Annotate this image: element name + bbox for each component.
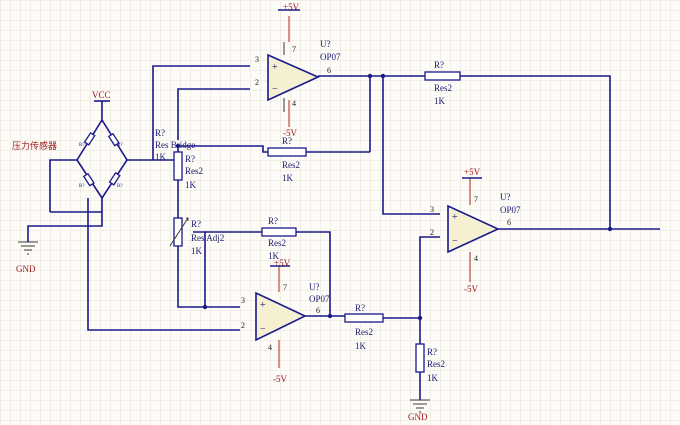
resistor-type: Res Adj2 [191, 233, 224, 243]
pin-label: 2 [241, 321, 245, 330]
bridge-arm-label: R? [117, 184, 123, 189]
vpos-label: +5V [283, 2, 300, 12]
junction-dot [607, 226, 613, 232]
minus-sign: − [272, 84, 278, 95]
vpos-label: +5V [274, 258, 291, 268]
junction-dot [202, 304, 208, 310]
opamp-part: OP07 [320, 52, 341, 62]
minus-sign: − [260, 324, 266, 335]
resistor-designator: R? [427, 347, 437, 357]
bridge-arm-label: R? [79, 143, 85, 148]
vcc-symbol: VCC [92, 90, 111, 102]
junction-dot [175, 143, 181, 149]
opamp-designator: U? [309, 282, 320, 292]
pin-label: 7 [292, 45, 296, 54]
junction-dot [380, 73, 386, 79]
ground-bottom: GND [408, 399, 430, 422]
ground-left: GND [16, 241, 38, 274]
pin-label: 3 [255, 55, 259, 64]
bridge-arm [107, 132, 120, 147]
junction-dot [417, 315, 423, 321]
plus-sign: + [260, 300, 266, 311]
vpos-label: +5V [464, 167, 481, 177]
pin-label: 4 [268, 343, 272, 352]
pin-label: 6 [327, 66, 331, 75]
bridge-arm-label: R? [79, 184, 85, 189]
pin-label: 3 [430, 205, 434, 214]
pin-label: 6 [507, 218, 511, 227]
resistor-value: 1K [191, 246, 203, 256]
resistor-value: 1K [427, 373, 439, 383]
gnd-label: GND [408, 412, 428, 422]
pin-label: 2 [430, 228, 434, 237]
resistor-value: 1K [355, 341, 367, 351]
resistor-designator: R? [185, 154, 195, 164]
opamp-part: OP07 [500, 205, 521, 215]
bridge-arm [83, 131, 96, 146]
resistor-type: Res2 [268, 238, 286, 248]
opamp-designator: U? [320, 39, 331, 49]
resistor-output-u2: R? Res2 1K [344, 303, 384, 351]
resistor-type: Res2 [282, 160, 300, 170]
resistor-type: Res2 [434, 83, 452, 93]
opamp-part: OP07 [309, 294, 330, 304]
vneg-label: -5V [273, 374, 287, 384]
resistor-designator: R? [191, 219, 201, 229]
resistor-value: 1K [268, 251, 280, 261]
resistor-bridge: R? Res Bridge 1K R? Res2 1K [155, 128, 203, 190]
pin-label: 7 [474, 195, 478, 204]
pin-label: 3 [241, 296, 245, 305]
pin-label: 7 [283, 283, 287, 292]
resistor-ground: R? Res2 1K [415, 343, 445, 383]
opamp-designator: U? [500, 192, 511, 202]
minus-sign: − [452, 236, 458, 247]
resistor-designator: R? [355, 303, 365, 313]
wires [27, 65, 660, 400]
plus-sign: + [272, 62, 278, 73]
resistor-feedback-u1: R? Res2 1K [267, 136, 307, 183]
sensor-label: 压力传感器 [12, 140, 57, 152]
resistor-type: Res2 [355, 327, 373, 337]
junction-dot [367, 73, 373, 79]
plus-sign: + [452, 212, 458, 223]
resistor-adjustable: R? Res Adj2 1K [169, 217, 224, 256]
resistor-mid: R? Res2 1K [261, 216, 297, 261]
resistor-designator: R? [434, 60, 444, 70]
pressure-sensor-bridge: R? R? R? R? 压力传感器 [12, 118, 128, 200]
resistor-designator: R? [282, 136, 292, 146]
pin-label: 6 [316, 306, 320, 315]
resistor-value: 1K [185, 180, 197, 190]
vcc-label: VCC [92, 90, 111, 100]
pin-label: 2 [255, 78, 259, 87]
bridge-arm [108, 171, 121, 186]
vneg-label: -5V [464, 284, 478, 294]
resistor-type: Res2 [185, 166, 203, 176]
resistor-type: Res2 [427, 359, 445, 369]
gnd-label: GND [16, 264, 36, 274]
resistor-value: 1K [434, 96, 446, 106]
resistor-type: Res Bridge [155, 140, 195, 150]
opamp-u3: +5V -5V 7 4 3 2 6 + − U? OP07 [430, 167, 521, 294]
resistor-designator: R? [268, 216, 278, 226]
junction-dot [327, 313, 333, 319]
bridge-arm-label: R? [117, 143, 123, 148]
junctions [175, 73, 613, 321]
resistor-designator: R? [155, 128, 165, 138]
pin-label: 4 [474, 254, 478, 263]
resistor-value: 1K [282, 173, 294, 183]
opamp-u1: +5V -5V 7 4 3 2 6 + − U? OP07 [255, 2, 341, 138]
bridge-arm [82, 172, 95, 187]
resistor-value: 1K [155, 152, 167, 162]
opamp-u2: +5V -5V 7 4 3 2 6 + − U? OP07 [241, 258, 330, 384]
pin-label: 4 [292, 99, 296, 108]
vneg-label: -5V [283, 128, 297, 138]
resistor-top: R? Res2 1K [424, 60, 461, 106]
